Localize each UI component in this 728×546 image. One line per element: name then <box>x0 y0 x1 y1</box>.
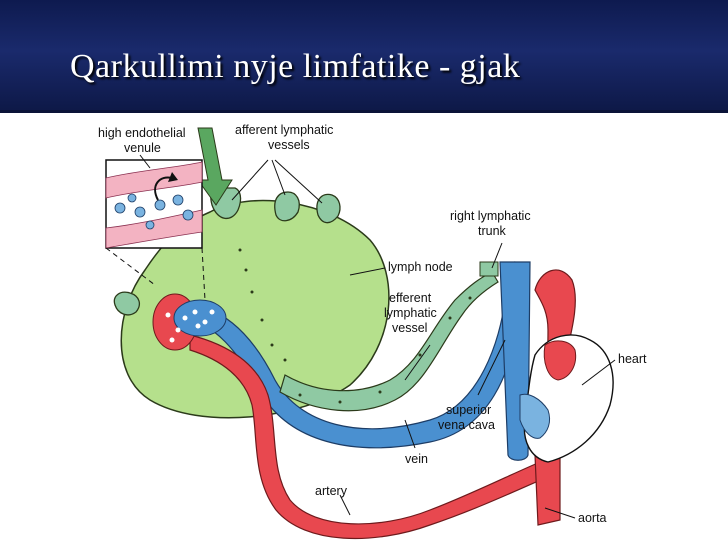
slide-title: Qarkullimi nyje limfatike - gjak <box>70 48 521 85</box>
inset-pointer-line-1 <box>105 247 156 286</box>
node-capillary-network <box>152 293 227 351</box>
title-bar: Qarkullimi nyje limfatike - gjak <box>0 0 728 113</box>
label-lymph-node: lymph node <box>388 260 453 274</box>
hev-inset <box>105 159 203 249</box>
lymph-blood-circulation-diagram: high endothelial venule afferent lymphat… <box>98 123 647 540</box>
label-vein: vein <box>405 452 428 466</box>
label-afferent-line1: afferent lymphatic <box>235 123 333 137</box>
lymphocyte-dots <box>238 248 472 404</box>
label-svc-line1: superior <box>446 403 491 417</box>
label-hev-line2: venule <box>124 141 161 155</box>
right-lymphatic-trunk <box>479 261 499 277</box>
leader-lines <box>139 154 616 519</box>
label-heart: heart <box>618 352 647 366</box>
label-efferent-line1: efferent <box>389 291 432 305</box>
label-efferent-line2: lymphatic <box>384 306 437 320</box>
label-svc-line2: vena cava <box>438 418 495 432</box>
label-aorta: aorta <box>578 511 607 525</box>
aorta-descending <box>534 454 561 526</box>
label-efferent-line3: vessel <box>392 321 427 335</box>
label-right-trunk-line2: trunk <box>478 224 507 238</box>
label-afferent-line2: vessels <box>268 138 310 152</box>
heart-blue-chamber <box>519 393 551 439</box>
label-hev-line1: high endothelial <box>98 126 186 140</box>
efferent-lymphatic-vessel <box>279 271 499 412</box>
afferent-flow-arrow <box>197 127 233 206</box>
label-artery: artery <box>315 484 348 498</box>
label-right-trunk-line1: right lymphatic <box>450 209 531 223</box>
heart-red-chamber <box>543 340 577 381</box>
